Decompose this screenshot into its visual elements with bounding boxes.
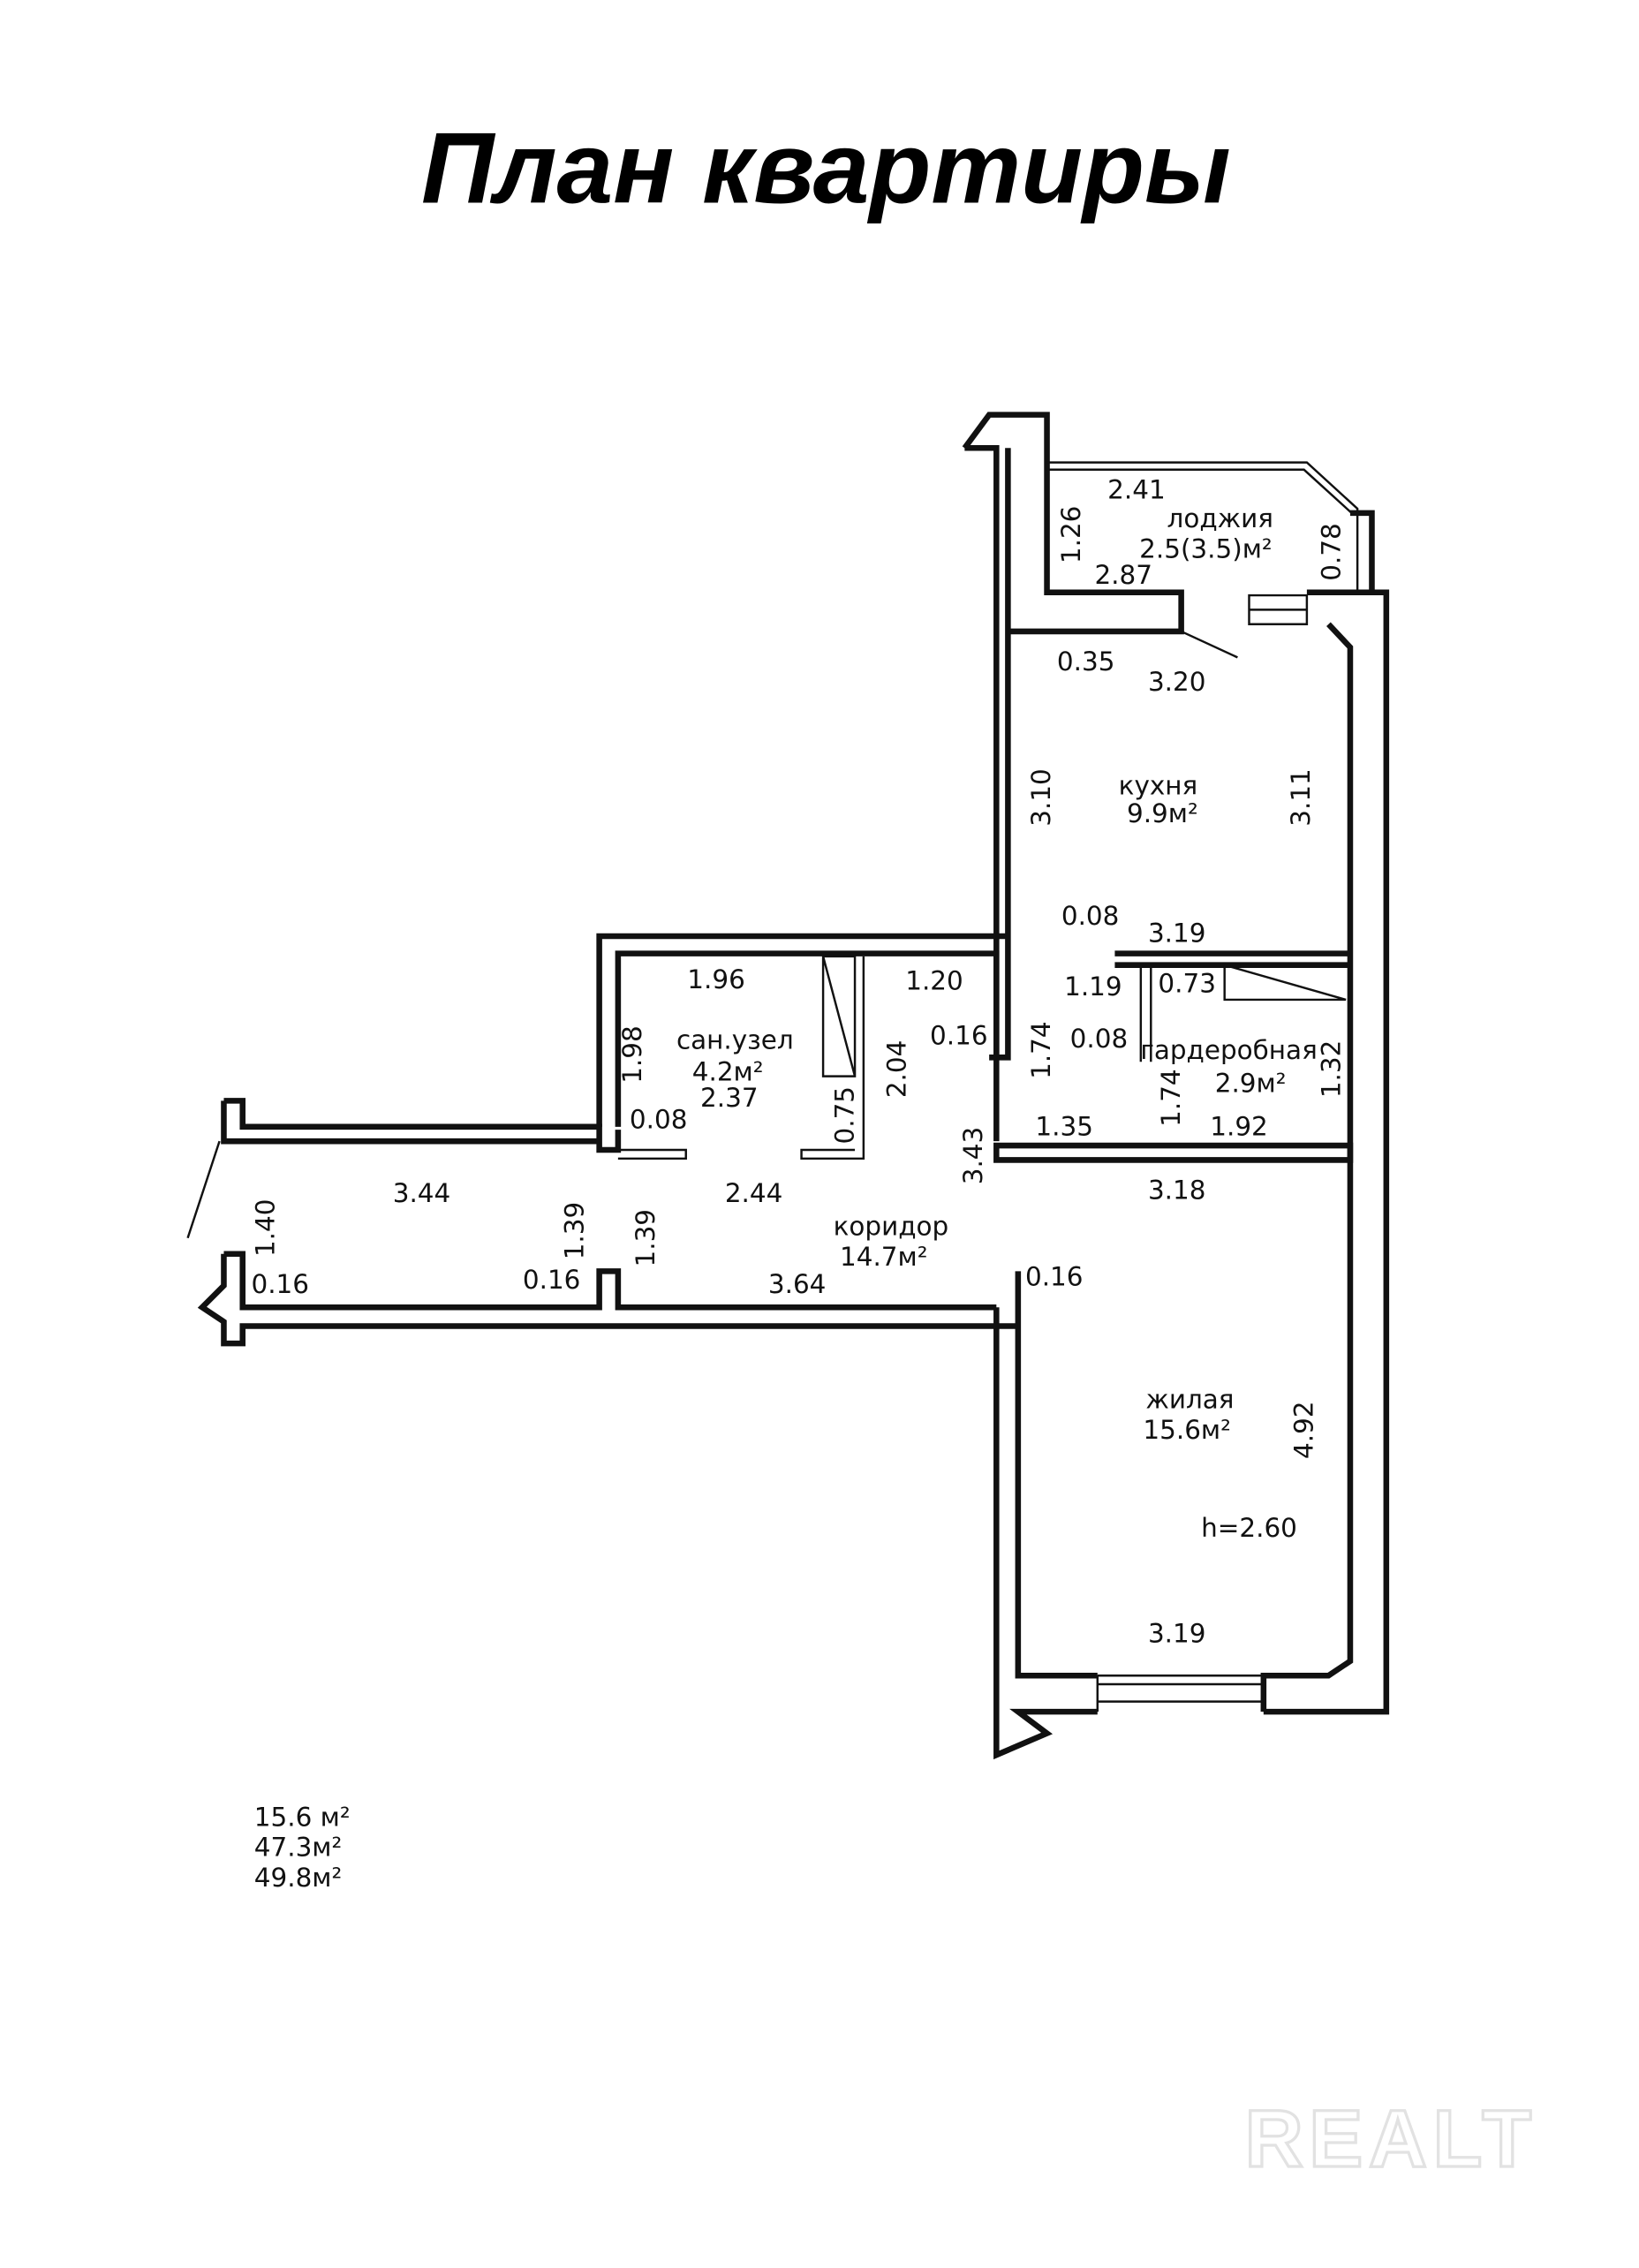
walls bbox=[186, 412, 1390, 1760]
dimension-labels: 2.41 1.26 0.78 2.87 0.35 3.20 3.10 3.11 … bbox=[251, 474, 1347, 1648]
dim-label: 1.92 bbox=[1210, 1112, 1268, 1142]
dim-label: 1.19 bbox=[1064, 971, 1122, 1002]
loggia-area: 2.5(3.5)м² bbox=[1139, 534, 1273, 564]
living-area-total: 15.6 м² bbox=[254, 1802, 351, 1832]
dim-label: 3.19 bbox=[1148, 1619, 1206, 1649]
dim-label: 3.20 bbox=[1148, 667, 1206, 697]
dim-label: 1.74 bbox=[1156, 1069, 1186, 1127]
dim-label: 1.96 bbox=[687, 964, 745, 994]
dim-label: 0.16 bbox=[523, 1265, 581, 1295]
dim-label: 2.44 bbox=[725, 1178, 783, 1208]
dim-label: 2.04 bbox=[881, 1040, 911, 1099]
total-area-with-loggia: 49.8м² bbox=[254, 1863, 343, 1893]
dim-label: 0.16 bbox=[930, 1021, 988, 1051]
dim-label: 0.78 bbox=[1317, 523, 1347, 581]
corridor-area: 14.7м² bbox=[840, 1242, 927, 1272]
dim-label: 3.44 bbox=[393, 1178, 451, 1208]
dim-label: 1.35 bbox=[1035, 1112, 1093, 1142]
dim-label: 2.41 bbox=[1107, 474, 1166, 504]
dim-label: 0.08 bbox=[630, 1104, 688, 1134]
wardrobe-name: гардеробная bbox=[1140, 1035, 1317, 1065]
dim-label: 4.92 bbox=[1288, 1401, 1318, 1459]
dim-label: 1.98 bbox=[617, 1025, 647, 1084]
area-totals: 15.6 м² 47.3м² 49.8м² bbox=[254, 1802, 351, 1893]
dim-label: 0.08 bbox=[1070, 1024, 1129, 1054]
realt-watermark: REALT bbox=[1245, 2094, 1537, 2184]
dim-label: 2.87 bbox=[1094, 560, 1152, 590]
kitchen-name: кухня bbox=[1119, 771, 1198, 801]
dim-label: 1.39 bbox=[631, 1209, 661, 1267]
dim-label: 3.19 bbox=[1148, 919, 1206, 949]
loggia-name: лоджия bbox=[1167, 503, 1273, 533]
room-labels: лоджия 2.5(3.5)м² кухня 9.9м² сан.узел 4… bbox=[676, 503, 1318, 1543]
wardrobe-area: 2.9м² bbox=[1215, 1069, 1287, 1099]
corridor-name: коридор bbox=[834, 1211, 949, 1241]
dim-label: 3.10 bbox=[1026, 768, 1056, 827]
dim-label: 3.18 bbox=[1148, 1176, 1206, 1206]
dim-label: 2.37 bbox=[700, 1083, 759, 1113]
plan-title: План квартиры bbox=[421, 111, 1231, 224]
dim-label: 1.26 bbox=[1056, 506, 1086, 564]
dim-label: 1.39 bbox=[560, 1202, 590, 1260]
kitchen-area: 9.9м² bbox=[1127, 798, 1198, 828]
dim-label: 1.40 bbox=[251, 1199, 281, 1258]
bathroom-area: 4.2м² bbox=[692, 1056, 764, 1086]
dim-label: 0.73 bbox=[1158, 969, 1216, 999]
dim-label: 3.11 bbox=[1286, 768, 1316, 827]
dim-label: 1.20 bbox=[905, 965, 963, 995]
dim-label: 3.64 bbox=[768, 1269, 827, 1299]
total-area: 47.3м² bbox=[254, 1833, 343, 1863]
dim-label: 3.43 bbox=[958, 1127, 988, 1185]
ceiling-height: h=2.60 bbox=[1201, 1513, 1297, 1543]
dim-label: 0.16 bbox=[1025, 1262, 1084, 1292]
dim-label: 0.75 bbox=[829, 1086, 859, 1145]
dim-label: 0.16 bbox=[251, 1269, 309, 1299]
living-area: 15.6м² bbox=[1143, 1415, 1230, 1445]
bathroom-name: сан.узел bbox=[676, 1025, 794, 1055]
dim-label: 1.74 bbox=[1026, 1021, 1056, 1079]
dim-label: 0.35 bbox=[1057, 646, 1115, 677]
dim-label: 1.32 bbox=[1317, 1040, 1347, 1099]
living-name: жилая bbox=[1145, 1385, 1234, 1415]
dim-label: 0.08 bbox=[1061, 901, 1120, 931]
